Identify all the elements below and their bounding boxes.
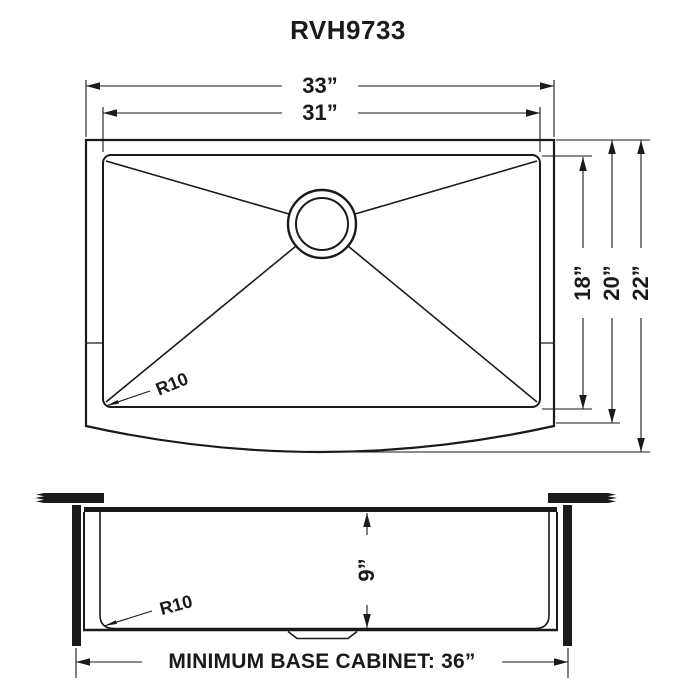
dim-18 <box>579 157 587 409</box>
drain-circle <box>286 188 358 260</box>
radius-leader-top <box>105 390 151 407</box>
dim-label-outer-width: 33” <box>285 74 355 98</box>
dim-label-overall-depth-22: 22” <box>628 248 653 318</box>
countertop-left <box>35 493 104 503</box>
dim-extensions-right <box>330 139 650 453</box>
dim-label-bowl-depth-18: 18” <box>570 248 595 318</box>
dim-31 <box>102 107 541 152</box>
radius-leader-side <box>103 610 153 627</box>
drain-boss <box>287 630 358 640</box>
side-view <box>35 493 617 646</box>
dim-33 <box>85 80 555 137</box>
dim-22 <box>637 140 645 452</box>
cabinet-panel-left <box>72 505 81 646</box>
dim-20 <box>608 140 616 423</box>
dim-label-side-depth-20: 20” <box>599 248 624 318</box>
model-number: RVH9733 <box>248 16 448 44</box>
countertop-right <box>548 493 617 503</box>
dim-label-bowl-height-9: 9” <box>354 535 379 605</box>
top-view-outline <box>84 138 556 454</box>
sink-rim <box>84 507 557 512</box>
dim-36 <box>75 648 569 678</box>
base-cabinet-label: MINIMUM BASE CABINET: 36” <box>142 649 502 674</box>
cabinet-panel-right <box>563 505 572 646</box>
dim-label-inner-width: 31” <box>285 101 355 125</box>
